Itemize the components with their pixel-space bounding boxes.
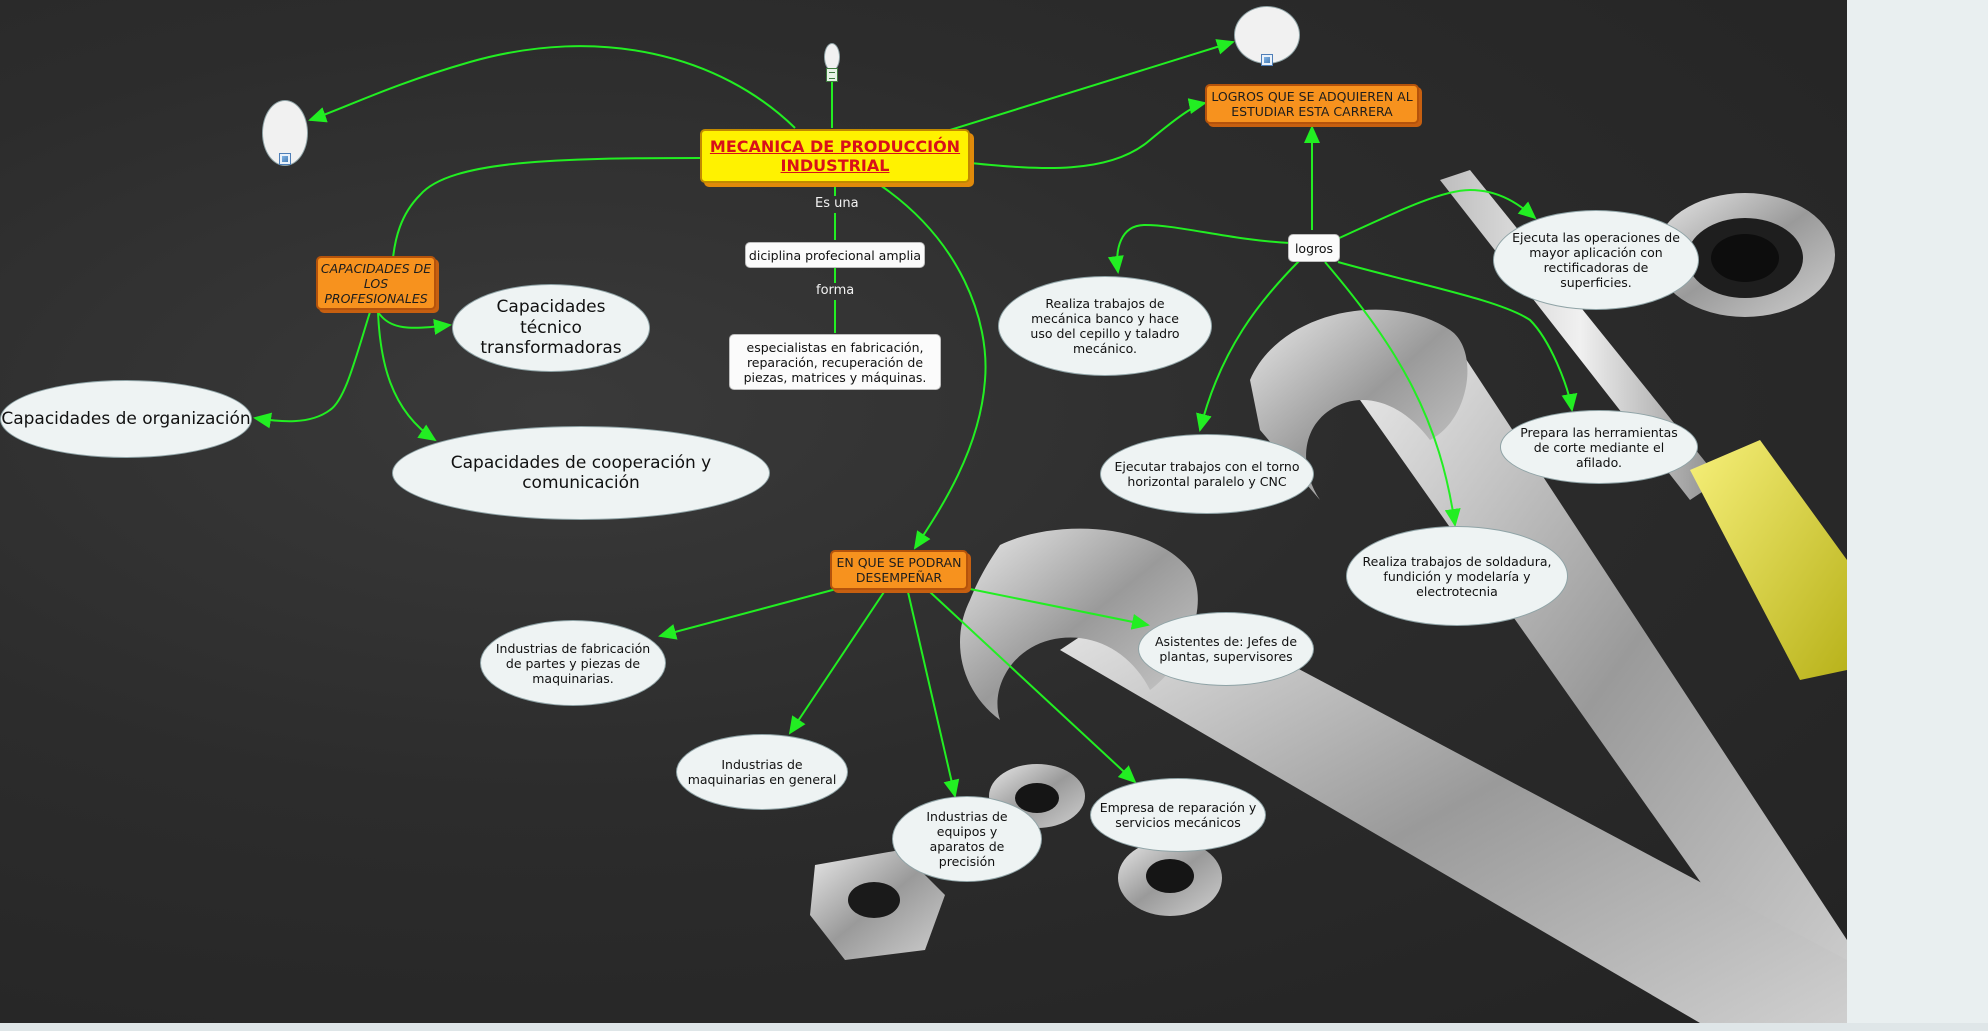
desempenar-header-node[interactable]: EN QUE SE PODRAN DESEMPEÑAR bbox=[830, 550, 968, 590]
desempeno-asistentes[interactable]: Asistentes de: Jefes de plantas, supervi… bbox=[1138, 612, 1314, 686]
image-placeholder-top[interactable] bbox=[824, 43, 840, 71]
capacidad-cooperacion[interactable]: Capacidades de cooperación y comunicació… bbox=[392, 426, 770, 520]
connector-des-equipos bbox=[907, 591, 960, 798]
disciplina-node[interactable]: diciplina profecional amplia bbox=[745, 242, 925, 268]
connector-root-desempenar bbox=[879, 184, 987, 550]
desempeno-asistentes-label: Asistentes de: Jefes de plantas, supervi… bbox=[1154, 634, 1298, 664]
connector-des-maquinarias bbox=[788, 591, 885, 735]
capacidad-organizacion-label: Capacidades de organización bbox=[1, 408, 251, 429]
desempeno-empresa-label: Empresa de reparación y servicios mecáni… bbox=[1099, 800, 1257, 830]
desempeno-maquinarias[interactable]: Industrias de maquinarias en general bbox=[676, 734, 848, 810]
capacidad-tecnico-label: Capacidades técnico transformadoras bbox=[480, 297, 622, 359]
capacidad-organizacion[interactable]: Capacidades de organización bbox=[0, 380, 252, 458]
bottom-bar bbox=[0, 1023, 1988, 1031]
link-es-una: Es una bbox=[815, 196, 859, 211]
logro-torno[interactable]: Ejecutar trabajos con el torno horizonta… bbox=[1100, 434, 1314, 514]
socket bbox=[1655, 193, 1835, 317]
image-icon[interactable] bbox=[279, 153, 291, 165]
image-icon[interactable] bbox=[1261, 54, 1273, 66]
wrench-lower bbox=[960, 528, 1847, 1023]
connector-logros-herramientas bbox=[1337, 261, 1578, 412]
capacidad-tecnico[interactable]: Capacidades técnico transformadoras bbox=[452, 284, 650, 372]
root-label: MECANICA DE PRODUCCIÓN INDUSTRIAL bbox=[709, 136, 961, 175]
desempenar-header-label: EN QUE SE PODRAN DESEMPEÑAR bbox=[836, 555, 962, 585]
logro-soldadura-label: Realiza trabajos de soldadura, fundición… bbox=[1362, 553, 1552, 599]
connector-root-capacidades bbox=[392, 157, 701, 259]
connector-cap-tecnico bbox=[377, 311, 452, 335]
logros-header-node[interactable]: LOGROS QUE SE ADQUIEREN AL ESTUDIAR ESTA… bbox=[1205, 84, 1419, 124]
desempeno-empresa[interactable]: Empresa de reparación y servicios mecáni… bbox=[1090, 778, 1266, 852]
nuts bbox=[810, 764, 1222, 960]
logro-torno-label: Ejecutar trabajos con el torno horizonta… bbox=[1114, 459, 1300, 489]
link-forma: forma bbox=[816, 283, 855, 298]
desempeno-equipos-label: Industrias de equipos y aparatos de prec… bbox=[926, 809, 1008, 869]
connector-logros-torno bbox=[1196, 259, 1301, 432]
capacidades-header-node[interactable]: CAPACIDADES DE LOS PROFESIONALES bbox=[316, 256, 436, 310]
capacidad-cooperacion-label: Capacidades de cooperación y comunicació… bbox=[450, 452, 712, 493]
connector-des-fabricacion bbox=[658, 587, 841, 640]
desempeno-fabricacion-label: Industrias de fabricación de partes y pi… bbox=[495, 640, 651, 686]
logros-link-label: logros bbox=[1294, 240, 1334, 256]
connector-des-asistentes bbox=[964, 587, 1150, 630]
capacidades-header-label: CAPACIDADES DE LOS PROFESIONALES bbox=[320, 260, 432, 306]
connector-logros-operaciones bbox=[1334, 188, 1537, 241]
logros-header-label: LOGROS QUE SE ADQUIEREN AL ESTUDIAR ESTA… bbox=[1211, 89, 1413, 119]
right-panel bbox=[1847, 0, 1988, 1023]
connector-root-leftimage bbox=[308, 45, 796, 129]
logro-mecanica-banco[interactable]: Realiza trabajos de mecánica banco y hac… bbox=[998, 276, 1212, 376]
disciplina-label: diciplina profecional amplia bbox=[748, 247, 922, 263]
logro-herramientas[interactable]: Prepara las herramientas de corte median… bbox=[1500, 410, 1698, 484]
logro-mecanica-banco-label: Realiza trabajos de mecánica banco y hac… bbox=[1030, 296, 1180, 356]
logro-operaciones[interactable]: Ejecuta las operaciones de mayor aplicac… bbox=[1493, 210, 1699, 310]
logro-herramientas-label: Prepara las herramientas de corte median… bbox=[1520, 424, 1678, 470]
especialistas-node[interactable]: especialistas en fabricación, reparación… bbox=[729, 334, 941, 390]
connector-logros-mecanica bbox=[1107, 223, 1291, 274]
document-icon[interactable] bbox=[826, 68, 838, 82]
logro-operaciones-label: Ejecuta las operaciones de mayor aplicac… bbox=[1512, 230, 1680, 290]
connector-root-logros bbox=[969, 98, 1207, 170]
especialistas-label: especialistas en fabricación, reparación… bbox=[743, 339, 927, 385]
logro-soldadura[interactable]: Realiza trabajos de soldadura, fundición… bbox=[1346, 526, 1568, 626]
connector-cap-organizacion bbox=[253, 311, 371, 429]
connector-logros-soldadura bbox=[1324, 261, 1461, 527]
desempeno-maquinarias-label: Industrias de maquinarias en general bbox=[687, 757, 837, 787]
connector-des-empresa bbox=[929, 591, 1137, 784]
concept-map-canvas: MECANICA DE PRODUCCIÓN INDUSTRIAL LOGROS… bbox=[0, 0, 1847, 1023]
desempeno-equipos[interactable]: Industrias de equipos y aparatos de prec… bbox=[892, 796, 1042, 882]
desempeno-fabricacion[interactable]: Industrias de fabricación de partes y pi… bbox=[480, 620, 666, 706]
root-node[interactable]: MECANICA DE PRODUCCIÓN INDUSTRIAL bbox=[700, 129, 970, 183]
tools-background-image bbox=[810, 170, 1847, 1023]
wrench-large bbox=[1250, 309, 1847, 1023]
connector-cap-cooperacion bbox=[377, 311, 437, 442]
connector-root-rightimage bbox=[949, 39, 1235, 131]
logros-link-node[interactable]: logros bbox=[1288, 234, 1340, 262]
